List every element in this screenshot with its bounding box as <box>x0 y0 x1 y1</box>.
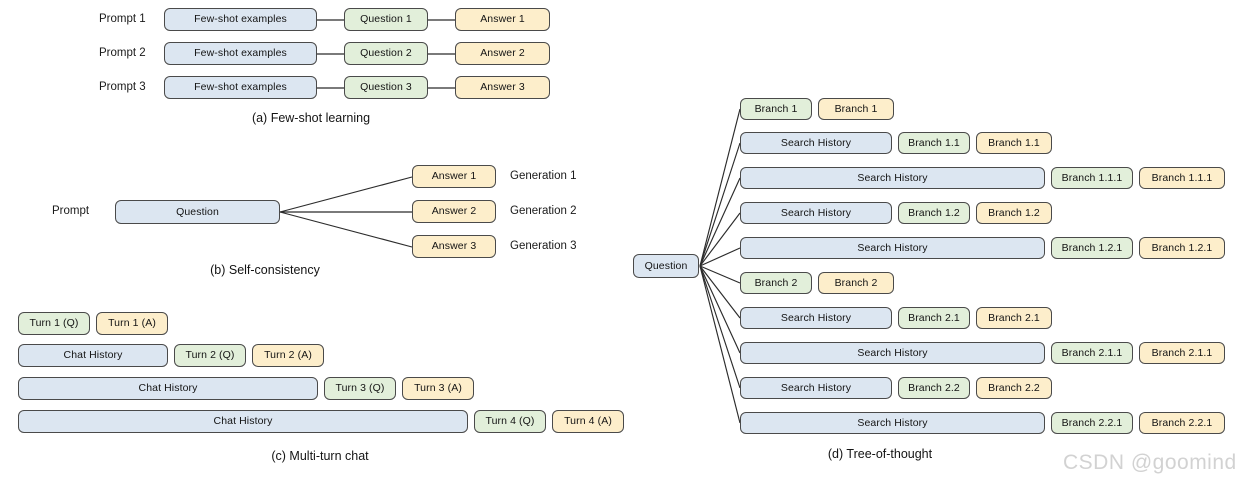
panel-a-prompt-label-1: Prompt 1 <box>99 13 146 25</box>
panel-d-history-box-10[interactable]: Search History <box>740 412 1045 434</box>
panel-c-answer-box-3[interactable]: Turn 3 (A) <box>402 377 474 400</box>
panel-b-generation-label-1: Generation 1 <box>510 170 577 182</box>
panel-b-answer-box-2[interactable]: Answer 2 <box>412 200 496 223</box>
panel-a-question-box-3[interactable]: Question 3 <box>344 76 428 99</box>
panel-a-caption: (a) Few-shot learning <box>251 111 371 125</box>
panel-a-question-box-1[interactable]: Question 1 <box>344 8 428 31</box>
panel-a-context-box-3[interactable]: Few-shot examples <box>164 76 317 99</box>
panel-d-green-box-7[interactable]: Branch 2.1 <box>898 307 970 329</box>
panel-d-green-box-2[interactable]: Branch 1.1 <box>898 132 970 154</box>
panel-d-yellow-box-1[interactable]: Branch 1 <box>818 98 894 120</box>
panel-b-generation-label-2: Generation 2 <box>510 205 577 217</box>
panel-a-prompt-label-2: Prompt 2 <box>99 47 146 59</box>
panel-d-caption: (d) Tree-of-thought <box>827 447 933 461</box>
panel-d-green-box-10[interactable]: Branch 2.2.1 <box>1051 412 1133 434</box>
panel-c-history-box-3[interactable]: Chat History <box>18 377 318 400</box>
panel-d-history-box-4[interactable]: Search History <box>740 202 892 224</box>
csdn-watermark: CSDN @goomind <box>1063 451 1237 474</box>
panel-c-history-box-4[interactable]: Chat History <box>18 410 468 433</box>
panel-d-green-box-4[interactable]: Branch 1.2 <box>898 202 970 224</box>
panel-d-green-box-8[interactable]: Branch 2.1.1 <box>1051 342 1133 364</box>
panel-b-caption: (b) Self-consistency <box>210 263 320 277</box>
panel-d-yellow-box-10[interactable]: Branch 2.2.1 <box>1139 412 1225 434</box>
panel-d-yellow-box-3[interactable]: Branch 1.1.1 <box>1139 167 1225 189</box>
panel-c-answer-box-1[interactable]: Turn 1 (A) <box>96 312 168 335</box>
panel-c-question-box-1[interactable]: Turn 1 (Q) <box>18 312 90 335</box>
panel-c-answer-box-2[interactable]: Turn 2 (A) <box>252 344 324 367</box>
panel-d-green-box-6[interactable]: Branch 2 <box>740 272 812 294</box>
panel-d-history-box-5[interactable]: Search History <box>740 237 1045 259</box>
panel-d-yellow-box-8[interactable]: Branch 2.1.1 <box>1139 342 1225 364</box>
panel-d-history-box-9[interactable]: Search History <box>740 377 892 399</box>
panel-a-answer-box-2[interactable]: Answer 2 <box>455 42 550 65</box>
panel-a-answer-box-3[interactable]: Answer 3 <box>455 76 550 99</box>
panel-d-yellow-box-2[interactable]: Branch 1.1 <box>976 132 1052 154</box>
panel-d-green-box-1[interactable]: Branch 1 <box>740 98 812 120</box>
panel-d-history-box-7[interactable]: Search History <box>740 307 892 329</box>
panel-d-yellow-box-6[interactable]: Branch 2 <box>818 272 894 294</box>
panel-a-context-box-1[interactable]: Few-shot examples <box>164 8 317 31</box>
panel-d-yellow-box-5[interactable]: Branch 1.2.1 <box>1139 237 1225 259</box>
panel-d-green-box-9[interactable]: Branch 2.2 <box>898 377 970 399</box>
panel-d-root-question-box[interactable]: Question <box>633 254 699 278</box>
panel-d-history-box-3[interactable]: Search History <box>740 167 1045 189</box>
panel-a-question-box-2[interactable]: Question 2 <box>344 42 428 65</box>
panel-c-question-box-3[interactable]: Turn 3 (Q) <box>324 377 396 400</box>
panel-d-history-box-8[interactable]: Search History <box>740 342 1045 364</box>
panel-a-answer-box-1[interactable]: Answer 1 <box>455 8 550 31</box>
panel-d-green-box-5[interactable]: Branch 1.2.1 <box>1051 237 1133 259</box>
panel-b-generation-label-3: Generation 3 <box>510 240 577 252</box>
panel-d-yellow-box-4[interactable]: Branch 1.2 <box>976 202 1052 224</box>
panel-b-answer-box-3[interactable]: Answer 3 <box>412 235 496 258</box>
panel-d-green-box-3[interactable]: Branch 1.1.1 <box>1051 167 1133 189</box>
panel-c-history-box-2[interactable]: Chat History <box>18 344 168 367</box>
panel-a-context-box-2[interactable]: Few-shot examples <box>164 42 317 65</box>
panel-d-history-box-2[interactable]: Search History <box>740 132 892 154</box>
panel-d-yellow-box-7[interactable]: Branch 2.1 <box>976 307 1052 329</box>
panel-a-prompt-label-3: Prompt 3 <box>99 81 146 93</box>
panel-c-caption: (c) Multi-turn chat <box>271 449 369 463</box>
panel-c-question-box-2[interactable]: Turn 2 (Q) <box>174 344 246 367</box>
panel-b-question-box[interactable]: Question <box>115 200 280 224</box>
panel-d-yellow-box-9[interactable]: Branch 2.2 <box>976 377 1052 399</box>
panel-b-answer-box-1[interactable]: Answer 1 <box>412 165 496 188</box>
panel-c-answer-box-4[interactable]: Turn 4 (A) <box>552 410 624 433</box>
panel-c-question-box-4[interactable]: Turn 4 (Q) <box>474 410 546 433</box>
panel-b-prompt-label: Prompt <box>52 205 90 217</box>
